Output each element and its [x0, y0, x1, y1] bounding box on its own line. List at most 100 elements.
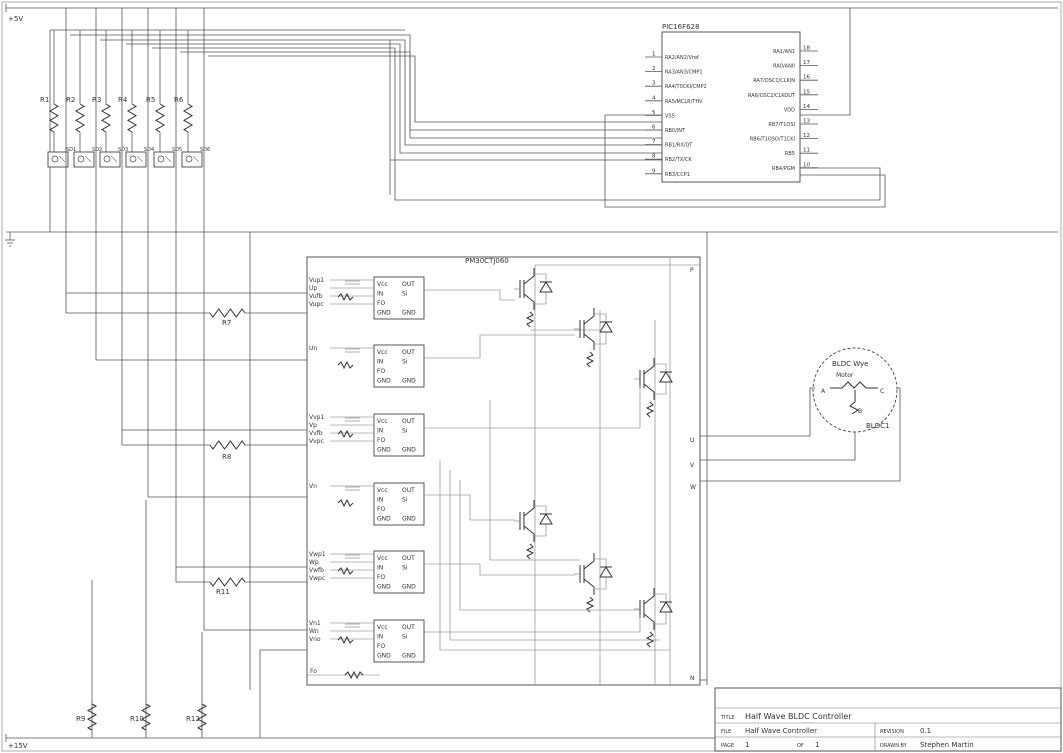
driver-pin-left: IN [377, 291, 383, 298]
mcu-pin-num: 8 [652, 154, 656, 160]
mcu-pin-label: RA0/AN0 [773, 64, 795, 70]
mcu-pin-label: RA4/T0CKI/CMP2 [665, 84, 707, 90]
igbt-switch [514, 268, 553, 328]
driver-pin-right: GND [402, 653, 416, 660]
igbt-switch [574, 308, 613, 368]
ipm-input-pin-label: Vupc [309, 301, 324, 308]
mcu-pin-num: 16 [803, 75, 810, 81]
page-value: 1 [745, 741, 749, 749]
hall-sensor-sd2: SD2 [73, 147, 102, 168]
hall-resistor-label: R6 [174, 96, 184, 104]
driver-pin-right: OUT [402, 487, 415, 494]
driver-pin-right: Si [402, 428, 408, 435]
ipm-input-pin-label: Vvp1 [309, 414, 324, 421]
driver-pin-left: IN [377, 565, 383, 572]
driver-pin-left: Vcc [377, 624, 388, 631]
mcu-pin-label: RA7/OSC1/CLKIN [753, 78, 795, 84]
revision-label: REVISION [880, 729, 904, 735]
driver-pin-left: IN [377, 497, 383, 504]
of-value: 1 [815, 741, 819, 749]
hall-sensor-label: SD6 [200, 147, 210, 153]
driver-pin-right: OUT [402, 349, 415, 356]
mcu-pin-num: 15 [803, 89, 810, 95]
driver-pin-right: Si [402, 291, 408, 298]
hall-resistor-r3: R3 [92, 30, 111, 152]
hall-resistor-label: R3 [92, 96, 101, 104]
hall-resistor-r4: R4 [118, 30, 137, 152]
mcu-pin-label: VDD [784, 107, 795, 113]
hall-sensor-sd1: SD1 [47, 147, 76, 168]
driver-input-wiring [65, 232, 708, 738]
driver-pin-right: GND [402, 378, 416, 385]
mcu-pin-label: RA6/OSC2/CLKOUT [748, 93, 796, 99]
rail-15v: +15V [5, 734, 715, 750]
mcu-pin-num: 9 [652, 168, 656, 174]
hall-sensor-sd3: SD3 [99, 147, 128, 168]
mcu-pin-num: 6 [652, 125, 656, 131]
ipm-terminal-label: W [690, 484, 696, 491]
driver-pin-left: FO [377, 437, 385, 444]
ipm-terminal-label: P [690, 267, 694, 274]
rail-15v-label: +15V [8, 742, 28, 750]
mcu-pin-num: 14 [803, 104, 810, 110]
bottom-resistor-label: R12 [186, 715, 200, 723]
ipm-input-pin-label: Vwpc [309, 575, 325, 582]
driver-pin-right: GND [402, 310, 416, 317]
mcu-pin-label: RB2/TX/CK [665, 157, 692, 163]
file-label: FILE [721, 729, 731, 735]
of-label: OF [797, 743, 804, 749]
motor-phase-c: C [880, 388, 884, 395]
rail-5v: +5V [5, 4, 1058, 23]
mcu-pin-num: 10 [803, 162, 810, 168]
driver-pin-right: OUT [402, 281, 415, 288]
mcu-pin-num: 13 [803, 119, 810, 125]
mcu-pin-label: RB7/T1OSI [768, 122, 795, 128]
drawn-value: Stephen Martin [920, 741, 974, 749]
file-value: Half Wave Controller [745, 727, 817, 735]
gate-resistor-label: R11 [216, 588, 230, 596]
ipm-fo-label: Fo [310, 668, 317, 675]
driver-pin-right: GND [402, 447, 416, 454]
mcu-pin-num: 12 [803, 133, 810, 139]
mcu-pin-label: RB3/CCP1 [665, 172, 690, 178]
driver-pin-left: IN [377, 634, 383, 641]
ipm-terminal-label: V [690, 462, 695, 469]
mcu-pin-num: 18 [803, 46, 810, 52]
driver-pin-right: GND [402, 516, 416, 523]
hall-sensor-sd4: SD4 [125, 147, 154, 168]
mcu-pin-label: RB0/INT [665, 128, 686, 134]
igbt-switch [634, 588, 673, 648]
mcu-pin-num: 1 [652, 52, 656, 58]
hall-sensor-label: SD3 [118, 147, 128, 153]
ipm-input-pin-label: Vup1 [309, 277, 324, 284]
hall-resistor-label: R2 [66, 96, 75, 104]
title-block: TITLE Half Wave BLDC Controller FILE Hal… [714, 687, 1062, 752]
mcu-pin-num: 7 [652, 139, 656, 145]
driver-pin-left: FO [377, 643, 385, 650]
hall-resistor-r1: R1 [40, 30, 59, 152]
driver-pin-right: GND [402, 584, 416, 591]
hall-sensor-label: SD4 [144, 147, 154, 153]
driver-pin-left: Vcc [377, 555, 388, 562]
drawn-label: DRAWN BY [880, 743, 908, 749]
hall-resistor-label: R4 [118, 96, 128, 104]
ipm-input-pin-label: Un [309, 345, 317, 352]
mcu-pin-label: RA5/MCLR/THV [665, 99, 703, 105]
mcu-pin-label: RB1/RX/DT [665, 143, 693, 149]
ipm-input-pin-label: Vwfb [309, 567, 324, 574]
motor-phase-a: A [821, 388, 826, 395]
